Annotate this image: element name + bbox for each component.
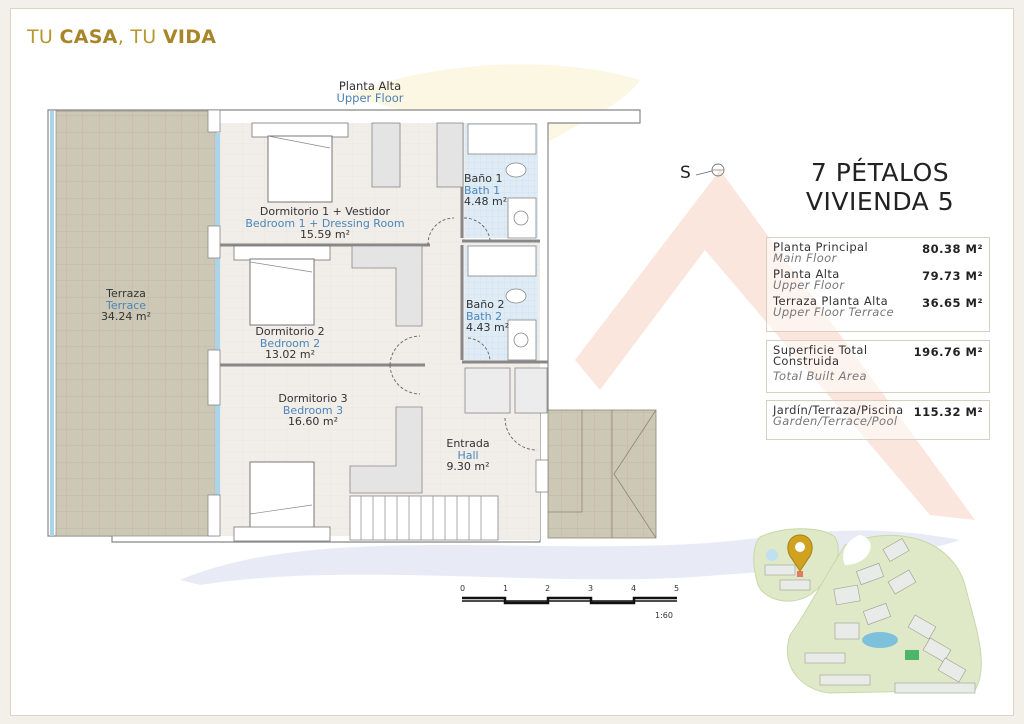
brand-text-bold: VIDA bbox=[162, 26, 217, 48]
scale-tick: 1 bbox=[503, 584, 509, 593]
area-row-upper-terrace: Terraza Planta Alta Upper Floor Terrace … bbox=[773, 294, 983, 323]
area-value: 79.73 M² bbox=[922, 269, 983, 283]
area-label-es: Terraza Planta Alta bbox=[773, 294, 889, 308]
area-row-total: Superficie Total Construida Total Built … bbox=[773, 343, 983, 389]
brand-text: , TU bbox=[117, 26, 163, 48]
room-label-bath1: Baño 1 Bath 1 4.48 m² bbox=[464, 173, 512, 208]
room-area: 34.24 m² bbox=[100, 310, 152, 323]
property-title: 7 PÉTALOS VIVIENDA 5 bbox=[790, 158, 970, 216]
room-name-es: Entrada bbox=[446, 437, 490, 450]
total-built-area-box: Superficie Total Construida Total Built … bbox=[766, 340, 990, 393]
terrace-area bbox=[55, 110, 217, 537]
title-line1: 7 PÉTALOS bbox=[810, 158, 950, 187]
area-row-upper-floor: Planta Alta Upper Floor 79.73 M² bbox=[773, 267, 983, 296]
room-name-en: Bedroom 1 + Dressing Room bbox=[245, 216, 405, 230]
room-name-en: Terrace bbox=[105, 298, 147, 312]
brand-slogan: TU CASA, TU VIDA bbox=[27, 26, 216, 48]
garden-area-box: Jardín/Terraza/Piscina Garden/Terrace/Po… bbox=[766, 400, 990, 440]
plan-title-en: Upper Floor bbox=[336, 91, 404, 105]
area-label-en: Upper Floor bbox=[773, 278, 845, 292]
room-name-en: Bath 2 bbox=[466, 309, 503, 323]
room-name-en: Bedroom 3 bbox=[282, 403, 344, 417]
area-label-es: Planta Alta bbox=[773, 267, 840, 281]
area-label-es: Planta Principal bbox=[773, 240, 869, 254]
compass-south-label: S bbox=[680, 163, 691, 183]
area-value: 80.38 M² bbox=[922, 242, 983, 256]
room-area: 16.60 m² bbox=[287, 415, 339, 428]
room-area: 13.02 m² bbox=[264, 348, 316, 361]
scale-tick: 5 bbox=[674, 584, 680, 593]
room-label-bedroom3: Dormitorio 3 Bedroom 3 16.60 m² bbox=[268, 393, 358, 428]
scale-bar bbox=[462, 596, 677, 605]
area-label-es: Superficie Total Construida bbox=[773, 343, 868, 368]
area-value: 196.76 M² bbox=[913, 345, 983, 359]
area-label-en: Garden/Terrace/Pool bbox=[773, 414, 898, 428]
scale-tick: 0 bbox=[460, 584, 466, 593]
room-name-en: Bedroom 2 bbox=[259, 336, 321, 350]
room-area: 4.48 m² bbox=[464, 195, 508, 208]
room-label-bedroom2: Dormitorio 2 Bedroom 2 13.02 m² bbox=[245, 326, 335, 361]
room-name-es: Dormitorio 2 bbox=[255, 325, 325, 338]
room-name-es: Terraza bbox=[106, 287, 146, 300]
room-area: 4.43 m² bbox=[466, 321, 510, 334]
scale-tick: 4 bbox=[631, 584, 637, 593]
room-area: 15.59 m² bbox=[299, 228, 351, 241]
room-name-es: Dormitorio 1 + Vestidor bbox=[259, 205, 391, 218]
room-name-es: Dormitorio 3 bbox=[278, 392, 348, 405]
room-name-es: Baño 2 bbox=[466, 298, 505, 311]
room-name-en: Hall bbox=[457, 448, 479, 462]
area-summary-box: Planta Principal Main Floor 80.38 M² Pla… bbox=[766, 237, 990, 332]
room-area: 9.30 m² bbox=[446, 460, 490, 473]
location-pin-icon bbox=[787, 534, 813, 577]
scale-tick: 2 bbox=[545, 584, 551, 593]
room-label-terrace: Terraza Terrace 34.24 m² bbox=[86, 288, 166, 323]
area-value: 36.65 M² bbox=[922, 296, 983, 310]
brand-text: TU bbox=[27, 26, 60, 48]
site-plan-map bbox=[753, 528, 982, 694]
area-row-garden: Jardín/Terraza/Piscina Garden/Terrace/Po… bbox=[773, 403, 983, 432]
area-label-en: Main Floor bbox=[773, 251, 837, 265]
area-label-en: Upper Floor Terrace bbox=[773, 305, 894, 319]
area-label-en: Total Built Area bbox=[773, 369, 867, 383]
room-label-bath2: Baño 2 Bath 2 4.43 m² bbox=[466, 299, 514, 334]
room-name-es: Baño 1 bbox=[464, 172, 503, 185]
room-name-en: Bath 1 bbox=[464, 183, 501, 197]
title-line2: VIVIENDA 5 bbox=[805, 187, 955, 216]
area-row-main-floor: Planta Principal Main Floor 80.38 M² bbox=[773, 240, 983, 269]
area-value: 115.32 M² bbox=[913, 405, 983, 419]
room-label-bedroom1: Dormitorio 1 + Vestidor Bedroom 1 + Dres… bbox=[225, 206, 425, 241]
area-label-es: Jardín/Terraza/Piscina bbox=[773, 403, 904, 417]
plan-title-es: Planta Alta bbox=[338, 79, 402, 93]
brand-text-bold: CASA bbox=[59, 26, 118, 48]
scale-tick: 3 bbox=[588, 584, 594, 593]
plan-title: Planta Alta Upper Floor bbox=[320, 80, 420, 104]
scale-ratio: 1:60 bbox=[655, 611, 673, 620]
room-label-hall: Entrada Hall 9.30 m² bbox=[438, 438, 498, 473]
